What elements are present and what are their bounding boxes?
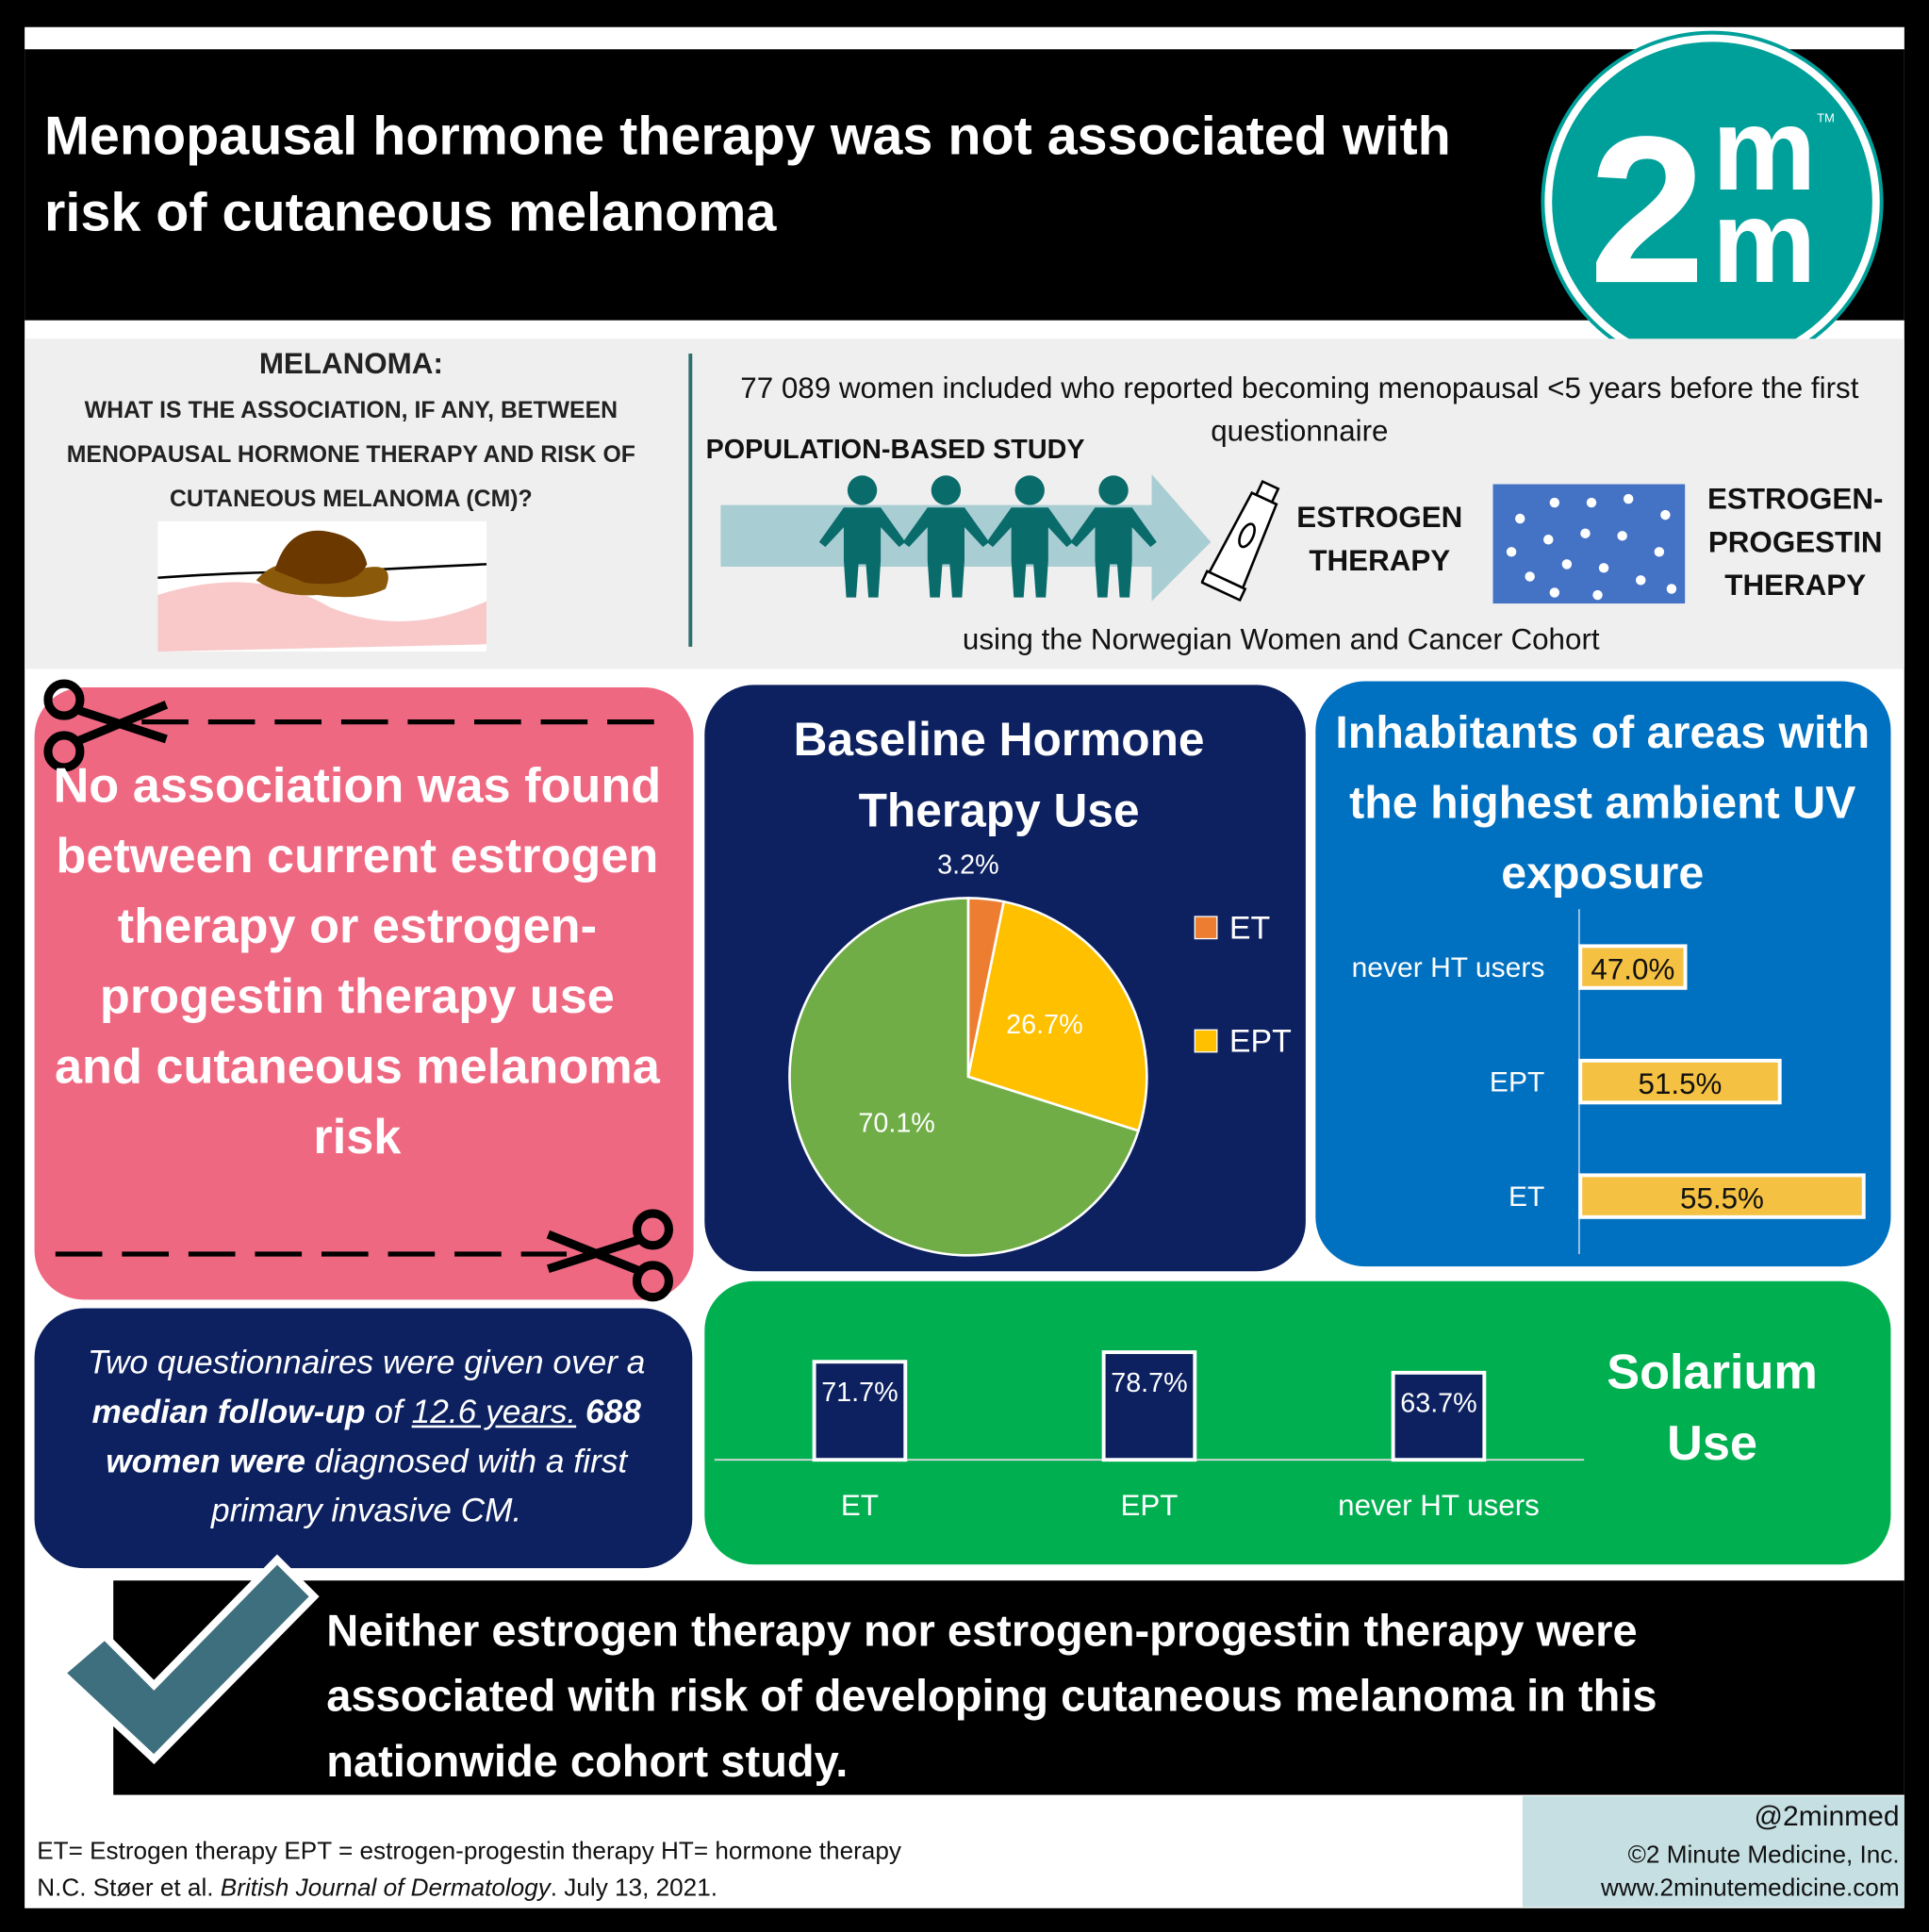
legend-swatch (1194, 916, 1218, 940)
solarium-bar-chart: 71.7% ET 78.7% EPT 63.7% never HT users (714, 1350, 1585, 1522)
brand-footer-box (1522, 1795, 1904, 1907)
twitter-handle[interactable]: @2minmed (1754, 1799, 1900, 1832)
copyright: ©2 Minute Medicine, Inc. (1627, 1841, 1900, 1869)
followup-box (34, 1308, 693, 1569)
scissors-icon (546, 1209, 674, 1302)
solarium-category-label: ET (841, 1489, 879, 1522)
scissors-cut-line-bottom (55, 1209, 674, 1302)
svg-text:m: m (1712, 85, 1816, 215)
scissors-icon (43, 679, 169, 772)
pie-slice-ept (966, 900, 1148, 1132)
estrogen-progestin-pattern-icon (1492, 484, 1686, 604)
cohort-text: using the Norwegian Women and Cancer Coh… (962, 623, 1600, 657)
legend-label: ET (1229, 911, 1270, 947)
pie-chart-title: Baseline Hormone Therapy Use (793, 714, 1205, 838)
question-heading: MELANOMA: (258, 347, 443, 381)
uv-category-label: EPT (1490, 1067, 1544, 1098)
uv-bar (1578, 1173, 1866, 1219)
pie-data-label: 3.2% (937, 850, 998, 880)
solarium-bar (1101, 1350, 1197, 1462)
abbreviations: ET= Estrogen therapy EPT = estrogen-prog… (37, 1838, 901, 1866)
divider (688, 353, 693, 647)
conclusion-banner (113, 1580, 1904, 1795)
scissors-cut-line-top (43, 679, 666, 772)
uv-bar-label: 51.5% (1639, 1067, 1723, 1100)
finding-box (34, 687, 694, 1300)
question-text: WHAT IS THE ASSOCIATION, IF ANY, BETWEEN… (66, 397, 635, 513)
estrogen-therapy-label: ESTROGEN THERAPY (1296, 501, 1463, 578)
website-link[interactable]: www.2minutemedicine.com (1601, 1874, 1900, 1903)
solarium-bar (812, 1360, 908, 1462)
svg-text:2: 2 (1589, 93, 1706, 327)
solarium-bar-label: 78.7% (1111, 1368, 1187, 1398)
uv-category-label: never HT users (1352, 952, 1545, 983)
population-text: 77 089 women included who reported becom… (740, 372, 1859, 449)
melanoma-icon (157, 520, 487, 652)
page-title: Menopausal hormone therapy was not assoc… (44, 106, 1451, 243)
estrogen-progestin-therapy-label: ESTROGEN-PROGESTIN THERAPY (1707, 483, 1884, 603)
pie-data-label: 70.1% (858, 1109, 934, 1139)
solarium-category-label: never HT users (1338, 1489, 1540, 1522)
solarium-category-label: EPT (1120, 1489, 1178, 1522)
followup-text: Two questionnaires were given over a med… (87, 1344, 646, 1529)
uv-bar (1578, 944, 1688, 990)
svg-text:m: m (1712, 177, 1816, 307)
conclusion-text: Neither estrogen therapy nor estrogen-pr… (326, 1605, 1657, 1787)
uv-chart-title: Inhabitants of areas with the highest am… (1335, 706, 1871, 899)
study-type: POPULATION-BASED STUDY (705, 433, 1085, 465)
uv-category-label: ET (1509, 1181, 1544, 1213)
finding-text: No association was found between current… (53, 758, 662, 1164)
svg-text:TM: TM (1817, 110, 1835, 124)
checkmark-icon (56, 1554, 320, 1765)
pie-data-label: 26.7% (1006, 1010, 1082, 1040)
pie-slice-never-ht (788, 897, 1141, 1257)
solarium-bar-label: 71.7% (821, 1378, 898, 1408)
solarium-chart-title: Solarium Use (1607, 1345, 1818, 1471)
women-cohort-icon (720, 474, 1212, 602)
citation: N.C. Støer et al. British Journal of Der… (37, 1874, 718, 1903)
estrogen-tube-icon (1200, 479, 1280, 603)
uv-bar-label: 55.5% (1680, 1182, 1764, 1215)
legend-label: EPT (1229, 1024, 1292, 1060)
solarium-bar-label: 63.7% (1400, 1389, 1476, 1419)
uv-bar-label: 47.0% (1591, 953, 1674, 986)
pie-chart: 3.2% 26.7% 70.1% ET EPT (788, 850, 1292, 1257)
uv-bar (1578, 1058, 1782, 1105)
legend-swatch (1194, 1029, 1218, 1053)
solarium-bar (1391, 1370, 1487, 1462)
uv-bar-chart: 47.0% never HT users 51.5% EPT 55.5% ET (1352, 909, 1866, 1255)
